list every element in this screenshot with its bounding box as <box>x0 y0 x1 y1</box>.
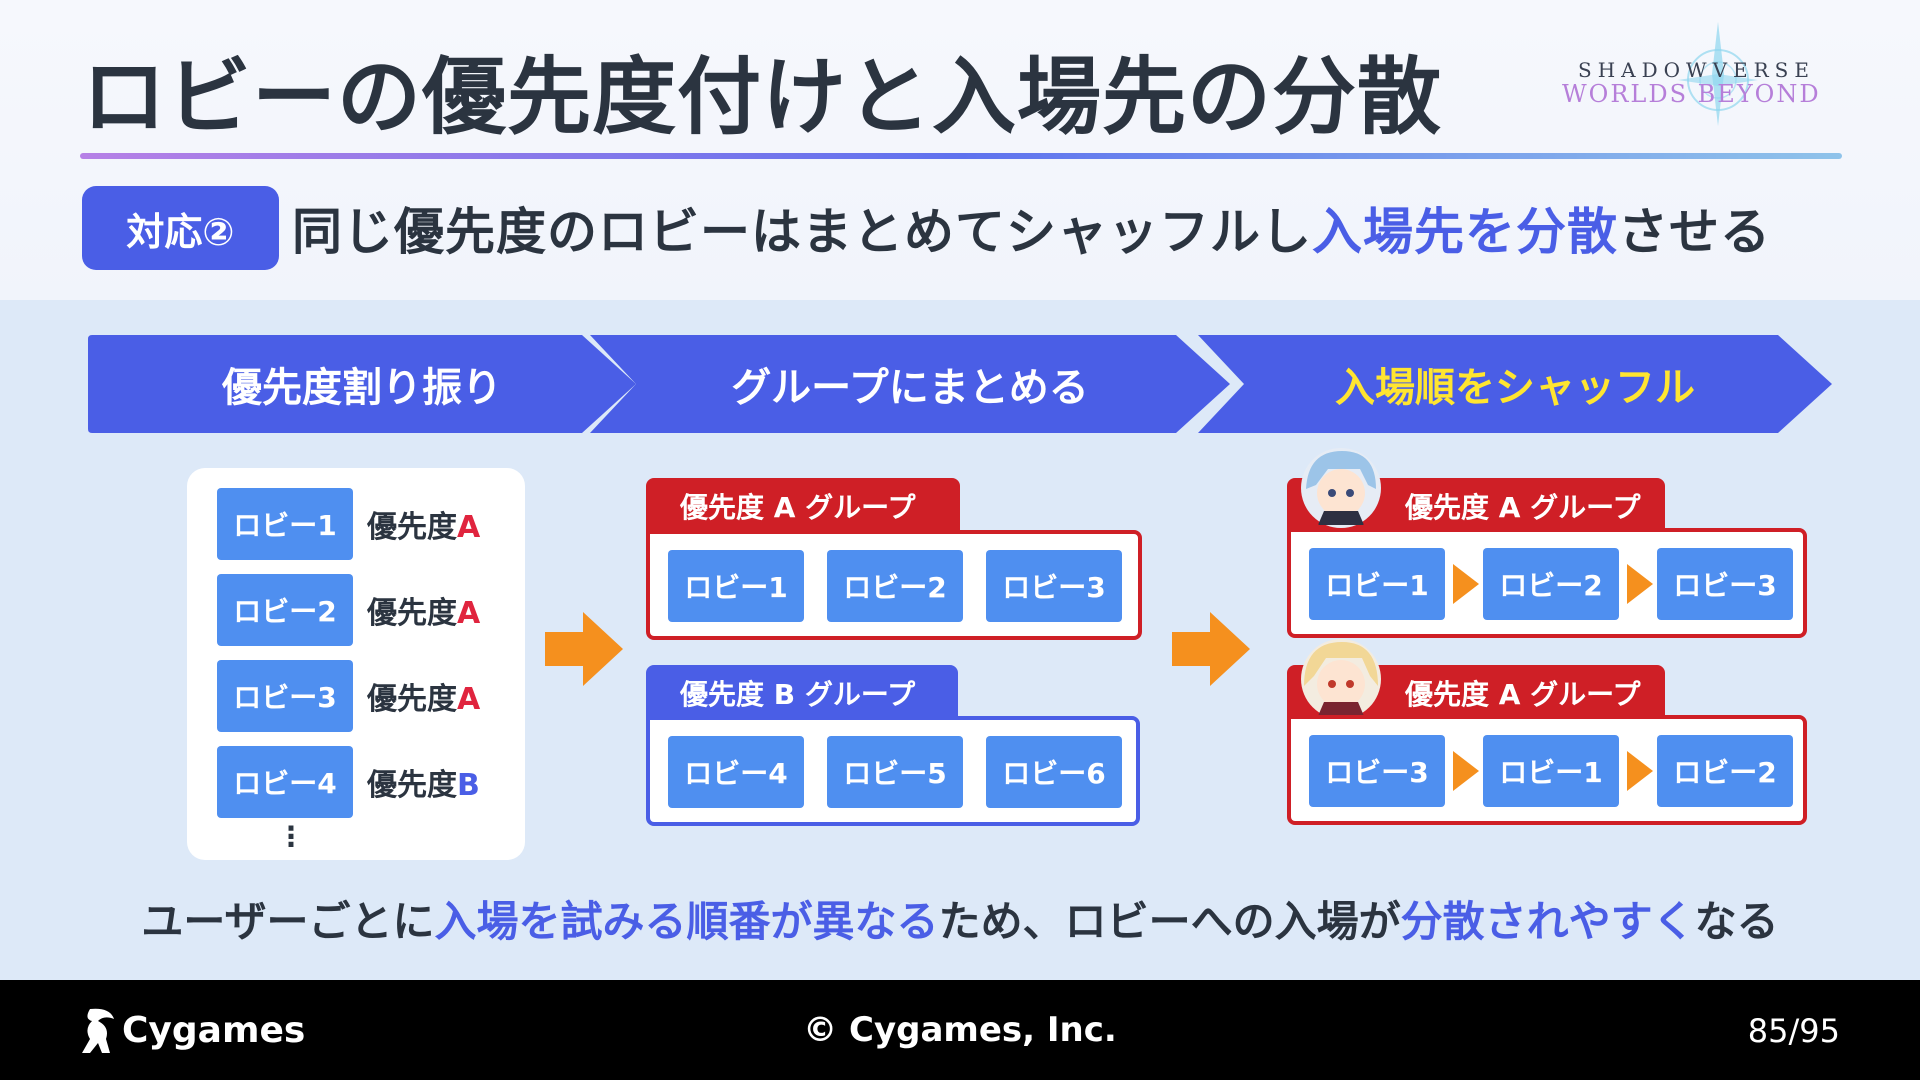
lobby-priority-list: ロビー1 優先度A ロビー2 優先度A ロビー3 優先度A ロビー4 優先度B … <box>187 468 525 860</box>
lobby-box: ロビー2 <box>827 550 963 622</box>
step-banner-2: グループにまとめる <box>590 335 1230 433</box>
lobby-box: ロビー4 <box>217 746 353 818</box>
priority-grade: A <box>457 682 481 717</box>
step-label: グループにまとめる <box>731 365 1089 411</box>
priority-label: 優先度A <box>367 596 481 631</box>
group-b-tab: 優先度 B グループ <box>646 665 958 721</box>
slide-title: ロビーの優先度付けと入場先の分散 <box>82 48 1443 146</box>
lobby-box: ロビー4 <box>668 736 804 808</box>
lobby-box: ロビー2 <box>217 574 353 646</box>
group-a-tab: 優先度 A グループ <box>646 478 960 534</box>
lobby-box: ロビー2 <box>1483 548 1619 620</box>
subtitle-part: 同じ優先度のロビーはまとめてシャッフルし <box>292 203 1312 261</box>
game-logo: SHADOWVERSE WORLDS BEYOND <box>1548 18 1848 128</box>
chevron-shape <box>88 335 636 433</box>
priority-label: 優先度B <box>367 768 480 803</box>
group-a-container: ロビー1 ロビー2 ロビー3 <box>646 530 1142 640</box>
logo-star-icon <box>1678 22 1758 126</box>
slide-header: ロビーの優先度付けと入場先の分散 SHADOWVERSE WORLDS BEYO… <box>0 0 1920 300</box>
group-b-container: ロビー4 ロビー5 ロビー6 <box>646 716 1140 826</box>
triangle-right-icon <box>1627 564 1653 604</box>
cygames-logo-text: Cygames <box>122 1009 306 1051</box>
summary-highlight: 分散されやすく <box>1400 897 1695 946</box>
character-avatar-icon <box>1301 448 1381 528</box>
countermeasure-badge: 対応② <box>82 186 279 270</box>
summary-part: ため、ロビーへの入場が <box>938 897 1401 946</box>
lobby-box: ロビー5 <box>827 736 963 808</box>
shuffled-group-container-1: ロビー1 ロビー2 ロビー3 <box>1287 528 1807 638</box>
priority-label: 優先度A <box>367 682 481 717</box>
lobby-box: ロビー1 <box>1483 735 1619 807</box>
triangle-right-icon <box>1453 564 1479 604</box>
summary-highlight: 入場を試みる順番が異なる <box>434 897 939 946</box>
logo-text-top: SHADOWVERSE <box>1578 58 1815 82</box>
triangle-right-icon <box>1453 751 1479 791</box>
lobby-box: ロビー3 <box>217 660 353 732</box>
lobby-box: ロビー1 <box>217 488 353 560</box>
logo-text-bottom: WORLDS BEYOND <box>1562 80 1821 108</box>
subtitle-part: させる <box>1618 203 1771 261</box>
priority-grade: A <box>457 596 481 631</box>
summary-part: なる <box>1694 897 1779 946</box>
lobby-box: ロビー3 <box>1309 735 1445 807</box>
step-label: 優先度割り振り <box>222 365 502 411</box>
step-banner-1: 優先度割り振り <box>88 335 636 433</box>
step-banner-3: 入場順をシャッフル <box>1198 335 1832 433</box>
ellipsis: ⋮ <box>277 820 305 853</box>
list-item: ロビー2 優先度A <box>217 574 517 646</box>
lobby-box: ロビー3 <box>1657 548 1793 620</box>
chevron-shape <box>1198 335 1832 433</box>
slide-subtitle: 同じ優先度のロビーはまとめてシャッフルし入場先を分散させる <box>292 192 1771 264</box>
summary-text: ユーザーごとに入場を試みる順番が異なるため、ロビーへの入場が分散されやすくなる <box>0 888 1920 949</box>
list-item: ロビー1 優先度A <box>217 488 517 560</box>
title-divider <box>80 153 1842 159</box>
lobby-box: ロビー3 <box>986 550 1122 622</box>
slide-footer: Cygames © Cygames, Inc. 85/95 <box>0 980 1920 1080</box>
page-number: 85/95 <box>1747 1012 1840 1050</box>
character-avatar-icon <box>1301 639 1381 719</box>
cygames-logo: Cygames <box>80 1002 305 1058</box>
lobby-box: ロビー1 <box>1309 548 1445 620</box>
chevron-shape <box>590 335 1230 433</box>
list-item: ロビー3 優先度A <box>217 660 517 732</box>
priority-label: 優先度A <box>367 510 481 545</box>
arrow-right-icon <box>1172 612 1250 686</box>
summary-part: ユーザーごとに <box>141 897 435 946</box>
shuffled-group-container-2: ロビー3 ロビー1 ロビー2 <box>1287 715 1807 825</box>
copyright-text: © Cygames, Inc. <box>803 1010 1117 1050</box>
priority-grade: B <box>457 768 480 803</box>
cygames-mark-icon <box>82 1008 114 1053</box>
arrow-right-icon <box>545 612 623 686</box>
step-label: 入場順をシャッフル <box>1335 365 1695 411</box>
subtitle-highlight: 入場先を分散 <box>1312 203 1618 261</box>
priority-grade: A <box>457 510 481 545</box>
lobby-box: ロビー6 <box>986 736 1122 808</box>
list-item: ロビー4 優先度B <box>217 746 517 818</box>
lobby-box: ロビー1 <box>668 550 804 622</box>
lobby-box: ロビー2 <box>1657 735 1793 807</box>
triangle-right-icon <box>1627 751 1653 791</box>
